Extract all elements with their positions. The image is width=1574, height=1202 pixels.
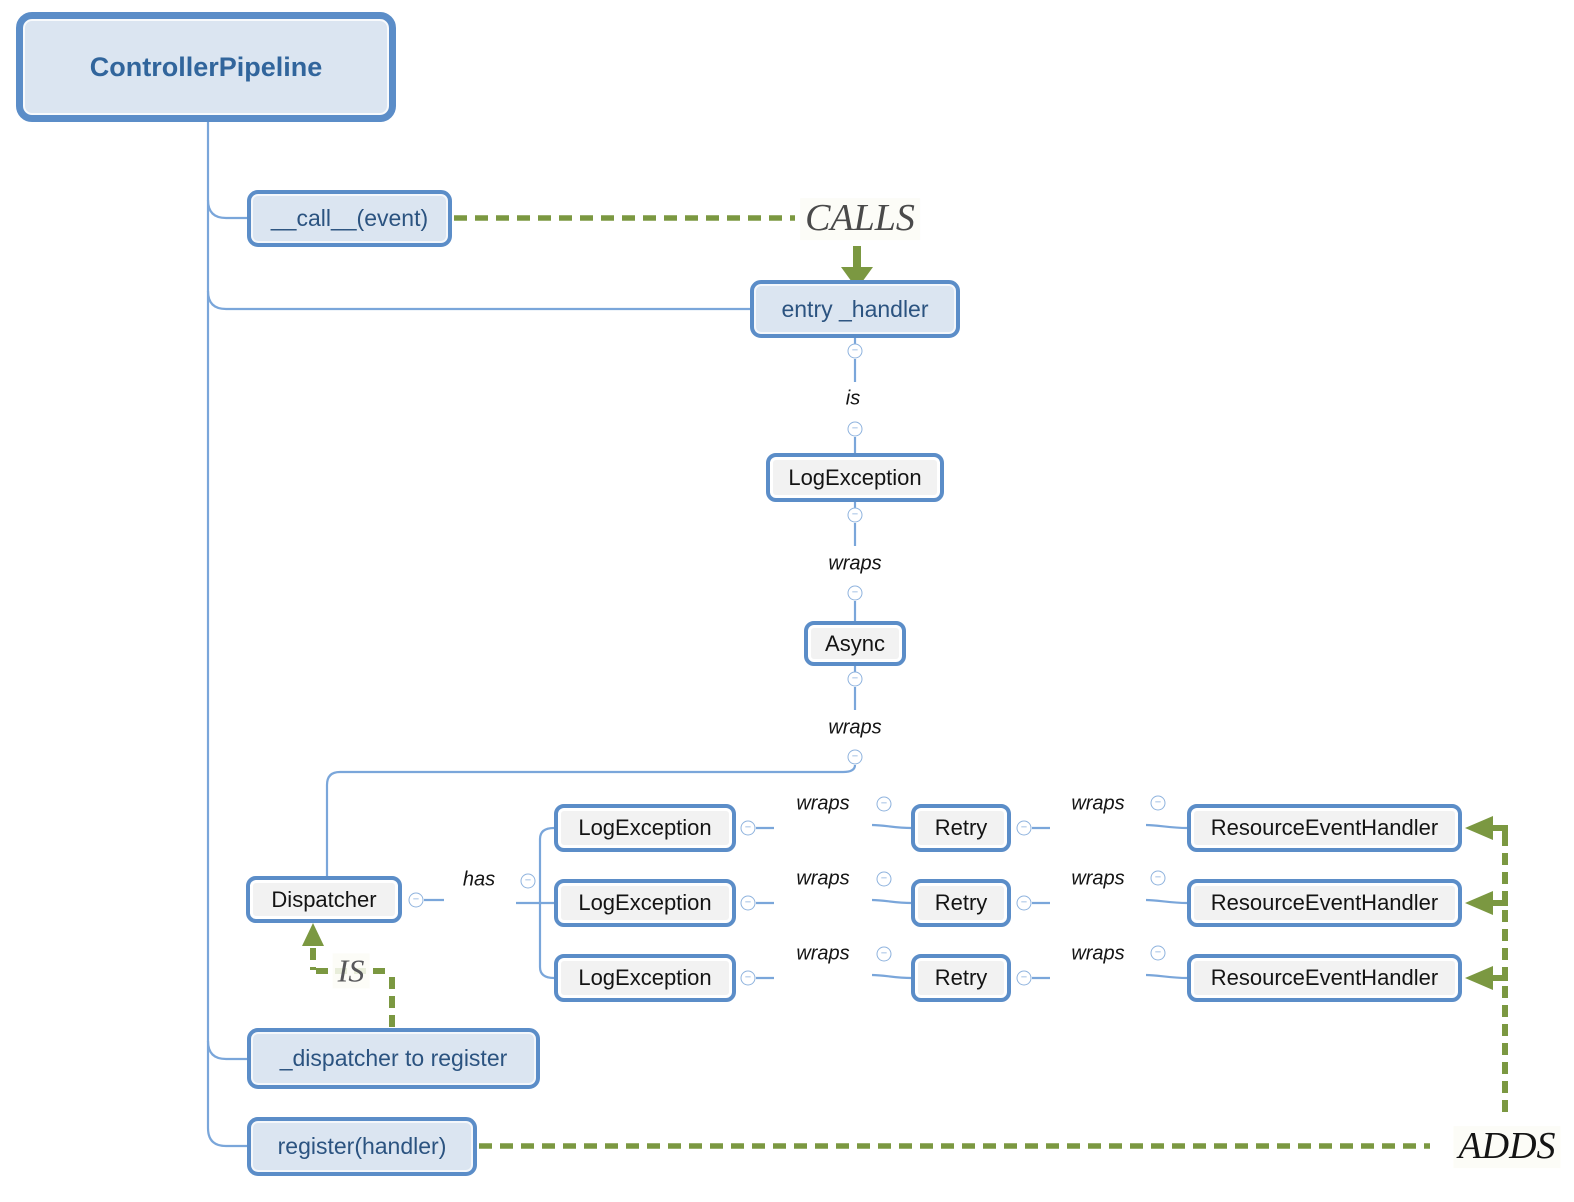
minus-glyph: − [744,821,752,834]
collapse-icon[interactable]: − [876,946,892,962]
minus-glyph: − [744,896,752,909]
adds-arrowhead-row2 [1465,891,1493,915]
collapse-icon[interactable]: − [520,873,536,889]
adds-arrowhead-row1 [1465,816,1493,840]
node-register-handler[interactable]: register(handler) [247,1117,477,1176]
collapse-icon[interactable]: − [876,871,892,887]
node-log-exception-row2[interactable]: LogException [554,879,736,927]
collapse-icon[interactable]: − [847,671,863,687]
node-retry-row3[interactable]: Retry [911,954,1011,1002]
minus-glyph: − [851,672,859,685]
node-retry-row2[interactable]: Retry [911,879,1011,927]
collapse-icon[interactable]: − [847,421,863,437]
node-resource-event-handler-row2[interactable]: ResourceEventHandler [1187,879,1462,927]
node-controller-pipeline[interactable]: ControllerPipeline [16,12,396,122]
minus-glyph: − [1020,821,1028,834]
node-async[interactable]: Async [804,621,906,666]
node-call-event[interactable]: __call__(event) [247,190,452,247]
node-retry-row1[interactable]: Retry [911,804,1011,852]
minus-glyph: − [851,422,859,435]
minus-glyph: − [1154,946,1162,959]
minus-glyph: − [1020,971,1028,984]
adds-arrowhead-row3 [1465,966,1493,990]
edge-label-wraps-row2a: wraps [796,867,850,890]
node-log-exception-row3[interactable]: LogException [554,954,736,1002]
node-log-exception-main[interactable]: LogException [766,453,944,502]
minus-glyph: − [851,750,859,763]
node-resource-event-handler-row3[interactable]: ResourceEventHandler [1187,954,1462,1002]
minus-glyph: − [1154,871,1162,884]
node-resource-event-handler-row1[interactable]: ResourceEventHandler [1187,804,1462,852]
edge-label-wraps-row1b: wraps [1071,792,1125,815]
node-dispatcher-to-register[interactable]: _dispatcher to register [247,1028,540,1089]
relationship-label-is: IS [332,953,370,989]
relationship-calls-line [454,215,861,267]
node-log-exception-row1[interactable]: LogException [554,804,736,852]
collapse-icon[interactable]: − [847,585,863,601]
collapse-icon[interactable]: − [740,895,756,911]
collapse-icon[interactable]: − [1150,795,1166,811]
minus-glyph: − [524,874,532,887]
edge-label-wraps-row1a: wraps [796,792,850,815]
minus-glyph: − [1020,896,1028,909]
minus-glyph: − [880,947,888,960]
collapse-icon[interactable]: − [740,970,756,986]
minus-glyph: − [851,508,859,521]
tree-connectors [206,122,1188,1148]
collapse-icon[interactable]: − [847,343,863,359]
edge-label-wraps-2: wraps [828,716,882,739]
collapse-icon[interactable]: − [1150,945,1166,961]
relationship-label-adds: ADDS [1453,1125,1561,1168]
edge-label-is: is [845,387,861,410]
node-dispatcher[interactable]: Dispatcher [246,876,402,923]
collapse-icon[interactable]: − [1016,895,1032,911]
minus-glyph: − [880,872,888,885]
collapse-icon[interactable]: − [408,892,424,908]
edge-label-wraps-row2b: wraps [1071,867,1125,890]
minus-glyph: − [412,893,420,906]
minus-glyph: − [1154,796,1162,809]
minus-glyph: − [851,586,859,599]
relationship-adds-line [479,825,1508,1149]
calls-arrowhead [841,267,873,289]
minus-glyph: − [851,344,859,357]
collapse-icon[interactable]: − [1150,870,1166,886]
edge-label-has: has [462,868,496,891]
minus-glyph: − [744,971,752,984]
edge-label-wraps-row3a: wraps [796,942,850,965]
is-arrowhead [302,923,324,946]
collapse-icon[interactable]: − [847,507,863,523]
relationship-label-calls: CALLS [800,197,920,240]
collapse-icon[interactable]: − [1016,820,1032,836]
node-entry-handler[interactable]: entry _handler [750,280,960,338]
collapse-icon[interactable]: − [876,796,892,812]
minus-glyph: − [880,797,888,810]
collapse-icon[interactable]: − [847,749,863,765]
collapse-icon[interactable]: − [740,820,756,836]
edge-label-wraps-1: wraps [828,552,882,575]
collapse-icon[interactable]: − [1016,970,1032,986]
edge-label-wraps-row3b: wraps [1071,942,1125,965]
